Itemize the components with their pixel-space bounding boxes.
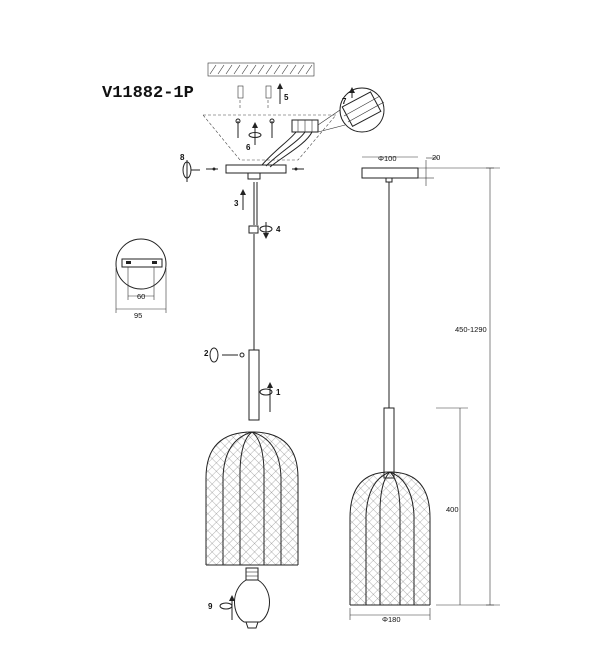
- threaded-rod: 3: [234, 182, 258, 225]
- mount-outline: [202, 114, 337, 161]
- step-8-label: 8: [180, 153, 185, 162]
- wall-plugs: 5: [237, 83, 289, 110]
- plate-diameter-label: 95: [134, 311, 142, 320]
- shade-diameter-label: Φ180: [382, 615, 401, 624]
- step-7-label: 7: [342, 97, 347, 106]
- light-bulb: 9: [208, 567, 270, 629]
- mounting-screws: 6: [235, 118, 275, 152]
- cable-cap: 4: [248, 222, 281, 239]
- terminal-block: [261, 109, 346, 168]
- shade-height-dim: 400: [436, 407, 500, 606]
- cage-shade-assembled: [349, 471, 431, 606]
- step-9-label: 9: [208, 602, 213, 611]
- step-3-label: 3: [234, 199, 239, 208]
- canopy-assembled: Φ100 20: [361, 153, 500, 186]
- cage-shade-exploded: [205, 431, 299, 566]
- canopy-diameter-label: Φ100: [378, 154, 397, 163]
- mounting-plate: [206, 164, 304, 180]
- plate-detail: 60 95: [115, 238, 167, 320]
- model-title: V11882-1P: [102, 84, 194, 103]
- total-height-label: 450-1290: [455, 325, 487, 334]
- shade-height-label: 400: [446, 505, 459, 514]
- shade-diameter-dim: Φ180: [349, 608, 431, 624]
- plate-hole-spacing-label: 60: [137, 292, 145, 301]
- step-5-label: 5: [284, 93, 289, 102]
- canopy-height-label: 20: [432, 153, 440, 162]
- step-6-label: 6: [246, 143, 251, 152]
- step-2-label: 2: [204, 349, 209, 358]
- wire-connection-detail: 7: [339, 87, 385, 133]
- lamp-holder: 1: [248, 349, 281, 421]
- fixing-knob: 8: [180, 153, 200, 182]
- step-1-label: 1: [276, 388, 281, 397]
- step-4-label: 4: [276, 225, 281, 234]
- assembled-holder: [383, 407, 395, 479]
- ceiling-band: [207, 62, 315, 77]
- set-screw: 2: [204, 347, 245, 363]
- total-height-dim: 450-1290: [455, 167, 494, 606]
